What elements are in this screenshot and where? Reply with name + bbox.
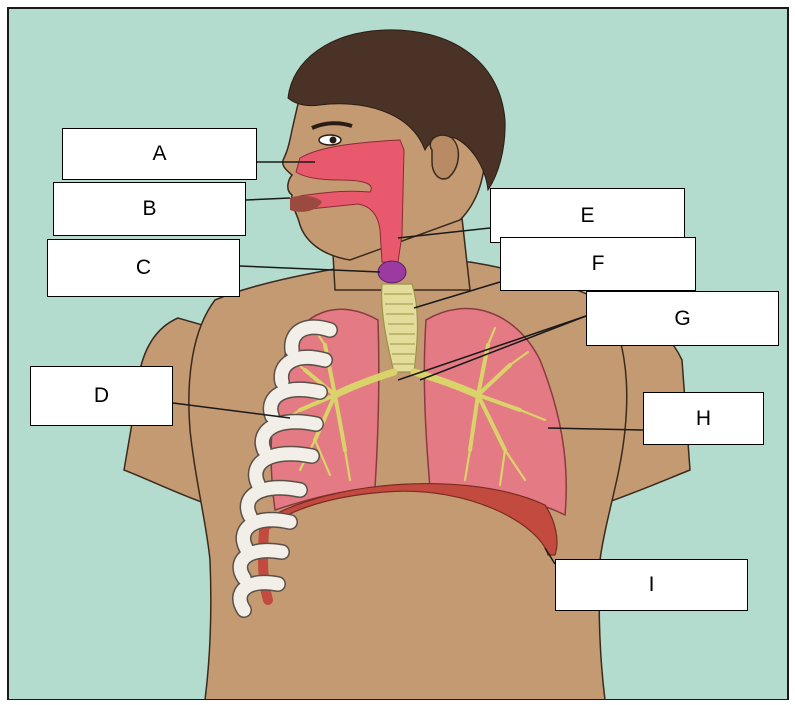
label-text-b: B — [142, 197, 156, 221]
label-text-h: H — [696, 407, 711, 431]
label-box-d[interactable]: D — [30, 366, 173, 426]
label-text-c: C — [136, 256, 151, 280]
label-box-e[interactable]: E — [490, 188, 685, 243]
label-text-i: I — [649, 573, 655, 597]
pupil — [330, 137, 337, 144]
label-text-a: A — [152, 142, 166, 166]
label-box-i[interactable]: I — [555, 559, 748, 611]
label-text-g: G — [674, 307, 690, 331]
label-text-d: D — [94, 384, 109, 408]
label-box-g[interactable]: G — [586, 291, 779, 346]
label-box-a[interactable]: A — [62, 128, 257, 180]
label-text-e: E — [580, 204, 594, 228]
label-box-f[interactable]: F — [500, 237, 696, 291]
larynx-shape — [378, 261, 406, 283]
label-box-b[interactable]: B — [53, 182, 246, 236]
label-box-c[interactable]: C — [47, 239, 240, 297]
label-box-h[interactable]: H — [643, 392, 764, 445]
label-text-f: F — [592, 252, 605, 276]
